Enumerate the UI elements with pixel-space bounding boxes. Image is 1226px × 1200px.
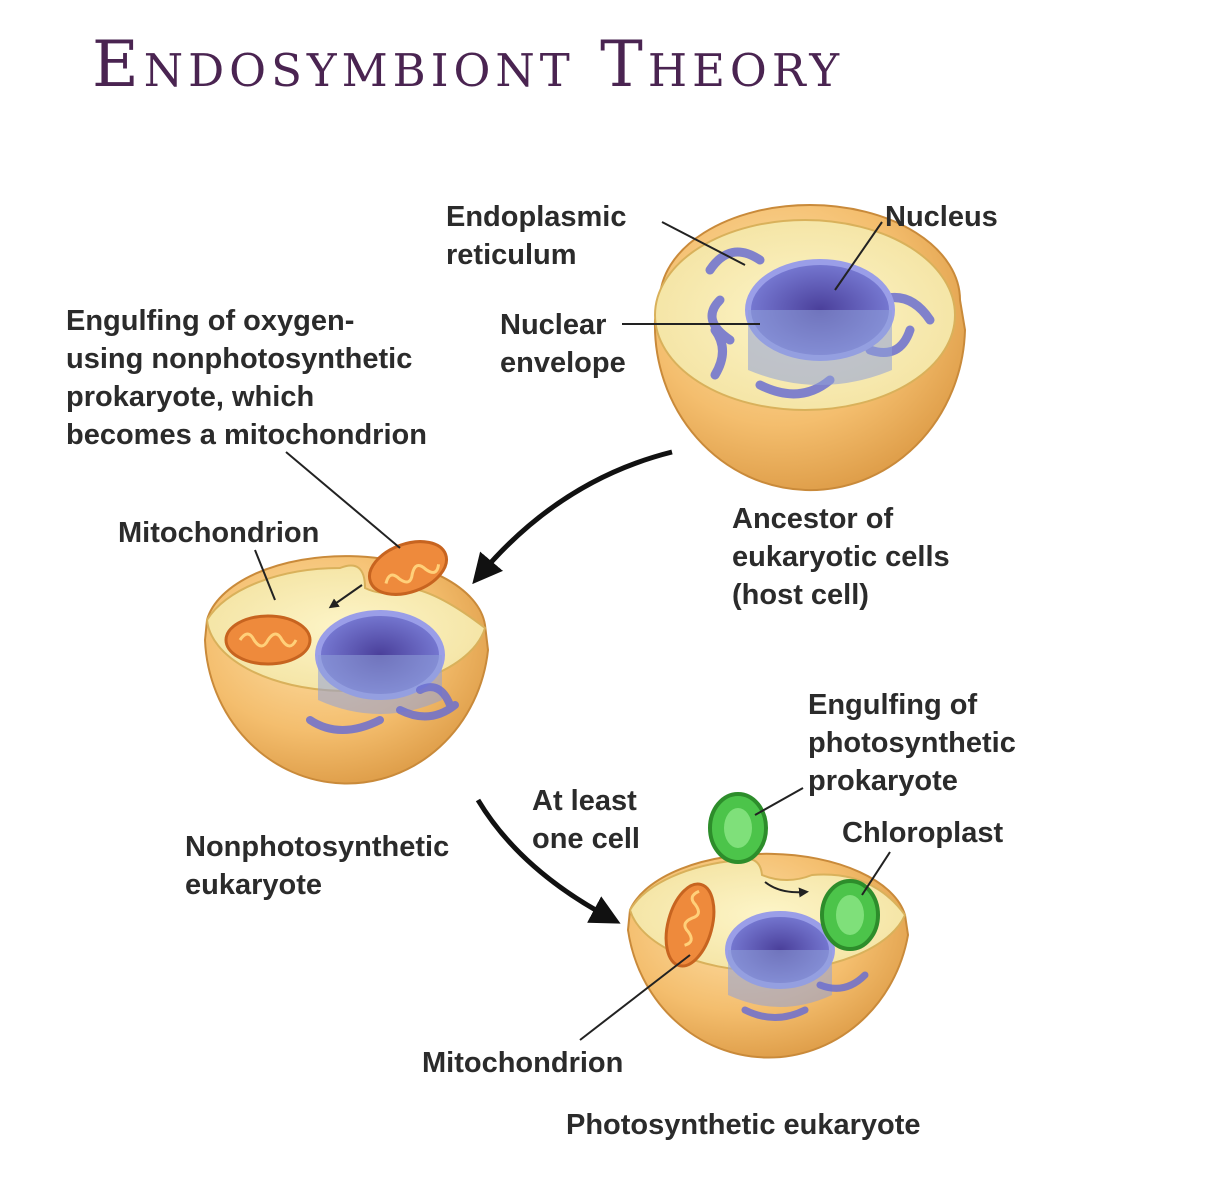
engulfed-prokaryote-mito [368, 540, 448, 596]
nonphoto-cell [203, 540, 490, 785]
mitochondrion-label-1: Mitochondrion [118, 517, 320, 549]
nucleus-label: Nucleus [885, 201, 998, 233]
engulf-mito-label: Engulfing of oxygen-using nonphotosynthe… [66, 305, 427, 451]
leader-lines [254, 221, 891, 1041]
nonphoto-er [306, 683, 459, 734]
page-title: Endosymbiont Theory [92, 28, 845, 102]
mitochondrion-inside-2 [664, 882, 716, 968]
chloroplast-label: Chloroplast [842, 817, 1004, 849]
er-membranes [705, 247, 935, 399]
mitochondrion-label-2: Mitochondrion [422, 1047, 624, 1079]
photo-eukaryote-label: Photosynthetic eukaryote [566, 1109, 921, 1141]
arrow-nonphoto-to-photo [475, 798, 621, 924]
nucleus-cut-face [748, 310, 892, 385]
photo-cell [626, 792, 910, 1059]
arrow-host-to-nonphoto [472, 449, 673, 585]
host-cell [653, 204, 967, 492]
photo-er [741, 971, 869, 1021]
